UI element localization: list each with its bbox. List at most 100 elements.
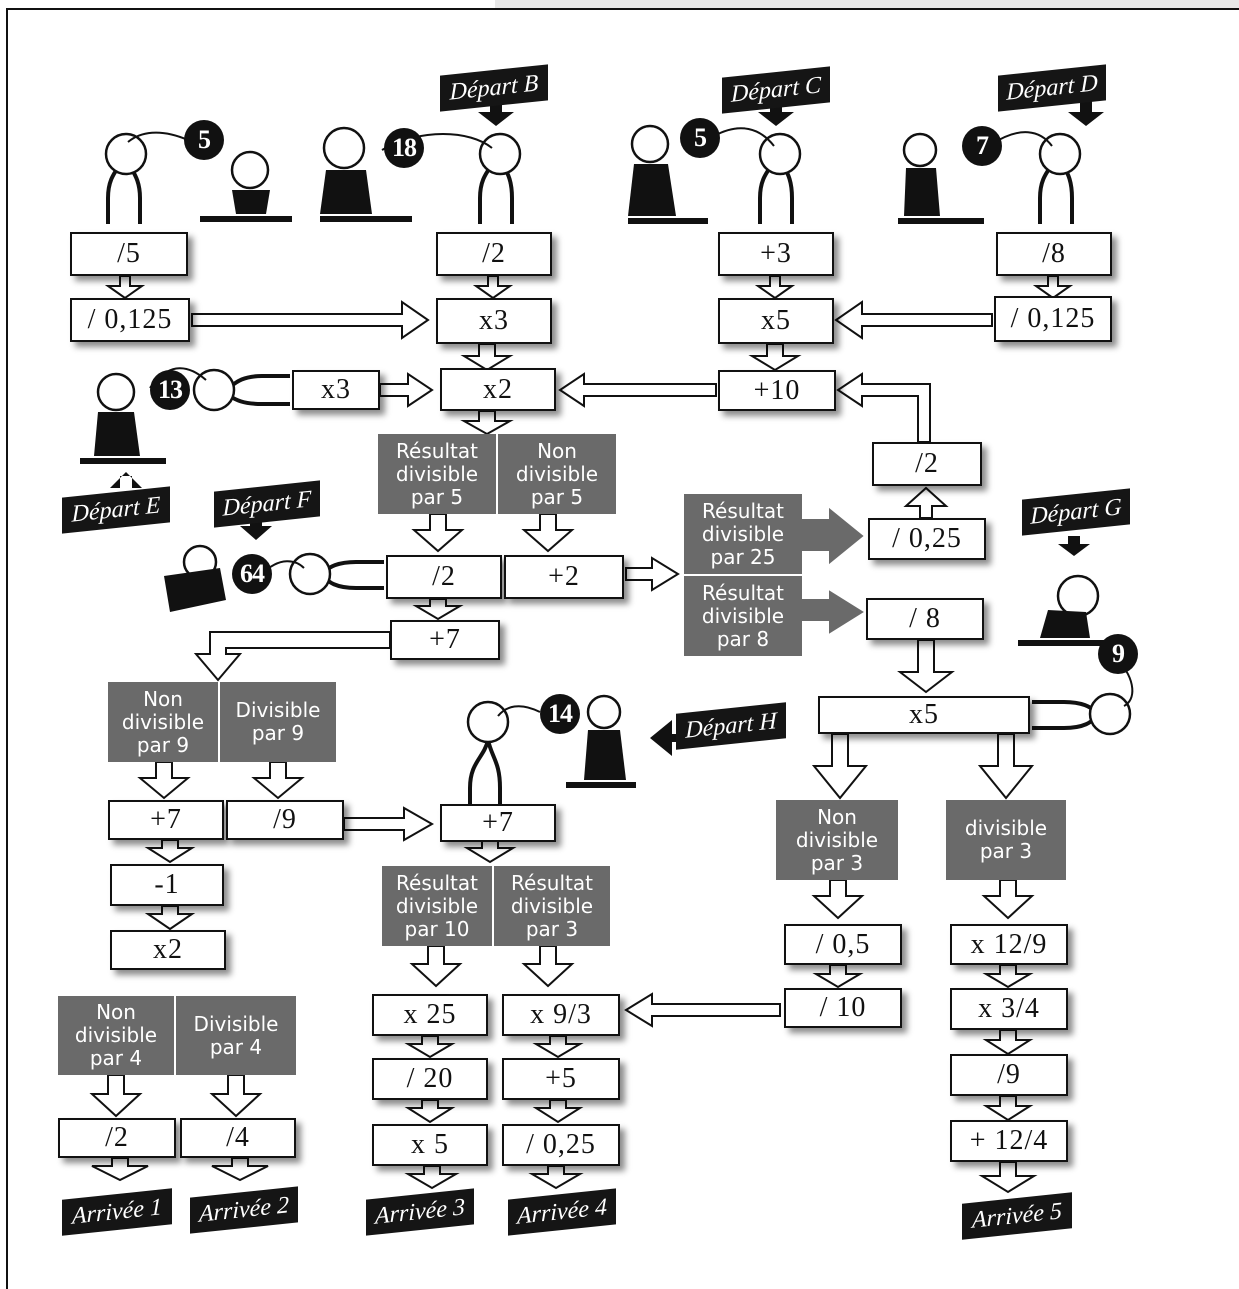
condition-box: Non divisible par 4 <box>58 996 174 1075</box>
op-box: / 0,5 <box>784 924 902 965</box>
op-box: /4 <box>180 1118 296 1158</box>
figure-head <box>902 132 938 168</box>
start-number-badge: 18 <box>384 128 424 168</box>
op-box: x3 <box>292 370 380 410</box>
down-arrow <box>209 1074 263 1118</box>
down-arrow <box>404 1165 460 1190</box>
down-arrow <box>91 1157 149 1182</box>
start-number-badge: 5 <box>184 120 224 160</box>
op-box: + 12/4 <box>950 1120 1068 1162</box>
left-arrow <box>834 300 993 340</box>
condition-box: Non divisible par 3 <box>776 800 898 880</box>
op-box: x3 <box>436 298 552 344</box>
down-arrow <box>89 1074 143 1118</box>
op-box: / 10 <box>784 988 902 1028</box>
op-box: /2 <box>386 555 502 599</box>
start-number-badge: 5 <box>680 118 720 158</box>
down-arrow <box>412 598 464 621</box>
down-arrow <box>528 1165 584 1190</box>
figure-head <box>96 372 136 412</box>
condition-box: Résultat divisible par 25 <box>684 494 802 574</box>
op-box: x5 <box>818 696 1030 734</box>
down-arrow <box>532 1035 584 1059</box>
down-arrow <box>472 275 514 300</box>
condition-box: Résultat divisible par 3 <box>494 866 610 946</box>
start-dial <box>466 700 510 744</box>
op-box: +2 <box>504 555 624 599</box>
op-box: x5 <box>718 298 834 344</box>
figure-head <box>630 124 670 164</box>
condition-box: Non divisible par 9 <box>108 682 218 762</box>
right-arrow <box>191 300 430 340</box>
op-box: x 12/9 <box>950 924 1068 965</box>
down-arrow <box>811 733 869 800</box>
down-arrow <box>748 343 802 372</box>
right-arrow <box>379 372 434 408</box>
down-arrow <box>812 964 864 989</box>
down-arrow <box>144 839 196 864</box>
condition-box: Résultat divisible par 5 <box>378 434 496 514</box>
frame <box>6 8 1239 1289</box>
start-number-badge: 64 <box>232 554 272 594</box>
condition-box: Divisible par 9 <box>220 682 336 762</box>
op-box: x2 <box>110 930 226 970</box>
right-arrow <box>801 590 864 634</box>
op-box: x2 <box>440 368 556 411</box>
down-arrow <box>137 761 191 800</box>
down-arrow <box>104 275 146 300</box>
start-dial <box>104 132 148 176</box>
condition-box: divisible par 3 <box>946 800 1066 880</box>
down-arrow <box>754 275 796 300</box>
down-arrow <box>897 639 955 694</box>
op-box: / 20 <box>372 1058 488 1100</box>
down-arrow <box>404 1099 456 1124</box>
down-arrow <box>977 733 1035 800</box>
figure-head <box>1056 574 1100 618</box>
op-box: / 0,125 <box>70 298 190 342</box>
down-arrow <box>251 761 305 800</box>
op-box: +7 <box>108 800 224 840</box>
op-box: x 5 <box>372 1124 488 1166</box>
down-arrow <box>981 879 1035 920</box>
start-dial <box>478 132 522 176</box>
op-box: /2 <box>872 442 982 486</box>
down-arrow <box>982 1095 1034 1122</box>
op-box: /9 <box>950 1054 1068 1096</box>
condition-box: Non divisible par 5 <box>498 434 616 514</box>
down-arrow <box>404 1035 456 1059</box>
down-arrow <box>411 513 465 553</box>
op-box: /5 <box>70 232 188 276</box>
down-arrow <box>982 1029 1034 1056</box>
op-box: x 9/3 <box>502 994 620 1036</box>
start-dial <box>758 132 802 176</box>
start-dial <box>288 552 332 596</box>
start-number-badge: 9 <box>1098 634 1138 674</box>
top-band <box>495 0 1239 10</box>
op-box: /8 <box>996 232 1112 276</box>
left-arrow <box>558 372 717 408</box>
down-arrow <box>211 1157 269 1182</box>
right-arrow <box>343 806 435 842</box>
down-arrow <box>409 945 463 988</box>
down-arrow <box>460 410 514 436</box>
down-arrow <box>463 839 517 864</box>
op-box: / 0,125 <box>994 296 1112 342</box>
start-dial <box>192 368 236 412</box>
left-arrow <box>624 992 781 1028</box>
op-box: / 0,25 <box>502 1124 620 1166</box>
l-arrow <box>193 631 391 682</box>
down-arrow <box>460 343 514 372</box>
down-arrow <box>811 879 865 920</box>
op-box: / 0,25 <box>868 518 986 560</box>
down-arrow <box>532 1099 584 1124</box>
start-number-badge: 14 <box>540 694 580 734</box>
figure-head <box>586 694 622 730</box>
op-box: +3 <box>718 232 834 276</box>
down-arrow <box>521 945 575 988</box>
right-arrow <box>799 507 864 565</box>
start-dial <box>1088 692 1132 736</box>
op-box: /2 <box>58 1118 176 1158</box>
condition-box: Divisible par 4 <box>176 996 296 1075</box>
op-box: +10 <box>718 370 836 411</box>
figure-head <box>230 150 270 190</box>
